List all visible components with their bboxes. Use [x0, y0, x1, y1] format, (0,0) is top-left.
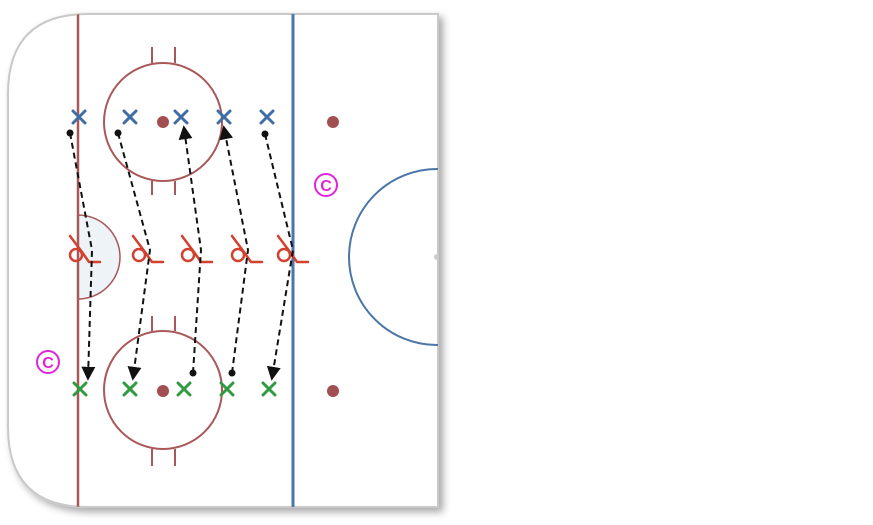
pass-origin-dot: [261, 130, 269, 138]
coach-label: C: [42, 355, 54, 372]
player-blue-x-5: [259, 109, 275, 125]
neutral-dot-bottom: [327, 385, 339, 397]
bottom-faceoff-circle: [103, 316, 223, 466]
coach-marker-bottom: C: [36, 350, 60, 374]
rink-surface: [7, 13, 439, 508]
player-blue-x-3: [173, 109, 189, 125]
pass-arrow-2: [114, 129, 152, 381]
faceoff-dot: [157, 385, 169, 397]
top-row-players: [71, 109, 275, 125]
skater-row: [68, 234, 310, 264]
player-blue-x-1: [71, 109, 87, 125]
pass-arrow-4: [219, 125, 250, 377]
skater-icon-1: [68, 234, 102, 264]
coach-marker-top: C: [314, 173, 338, 197]
pass-arrow-1: [66, 129, 96, 381]
center-dot: [434, 254, 438, 260]
skater-icon-5: [276, 234, 310, 264]
pass-arrow-5: [261, 130, 295, 381]
pass-origin-dot: [189, 369, 197, 377]
pass-origin-dot: [114, 129, 122, 137]
coach-label: C: [320, 178, 332, 195]
player-green-x-5: [261, 381, 277, 397]
skater-icon-4: [230, 234, 264, 264]
player-green-x-4: [219, 381, 235, 397]
player-blue-x-4: [216, 109, 232, 125]
faceoff-dot: [157, 116, 169, 128]
center-circle: [348, 168, 438, 346]
player-green-x-2: [122, 381, 138, 397]
player-blue-x-2: [122, 109, 138, 125]
skater-icon-2: [131, 234, 165, 264]
pass-origin-dot: [66, 129, 74, 137]
pass-origin-dot: [228, 369, 236, 377]
pass-arrow-3: [178, 125, 203, 377]
player-green-x-3: [176, 381, 192, 397]
bottom-row-players: [72, 381, 277, 397]
top-faceoff-circle: [103, 47, 223, 195]
neutral-dot-top: [327, 116, 339, 128]
pass-arrows: [66, 125, 295, 381]
skater-icon-3: [180, 234, 214, 264]
player-green-x-1: [72, 381, 88, 397]
